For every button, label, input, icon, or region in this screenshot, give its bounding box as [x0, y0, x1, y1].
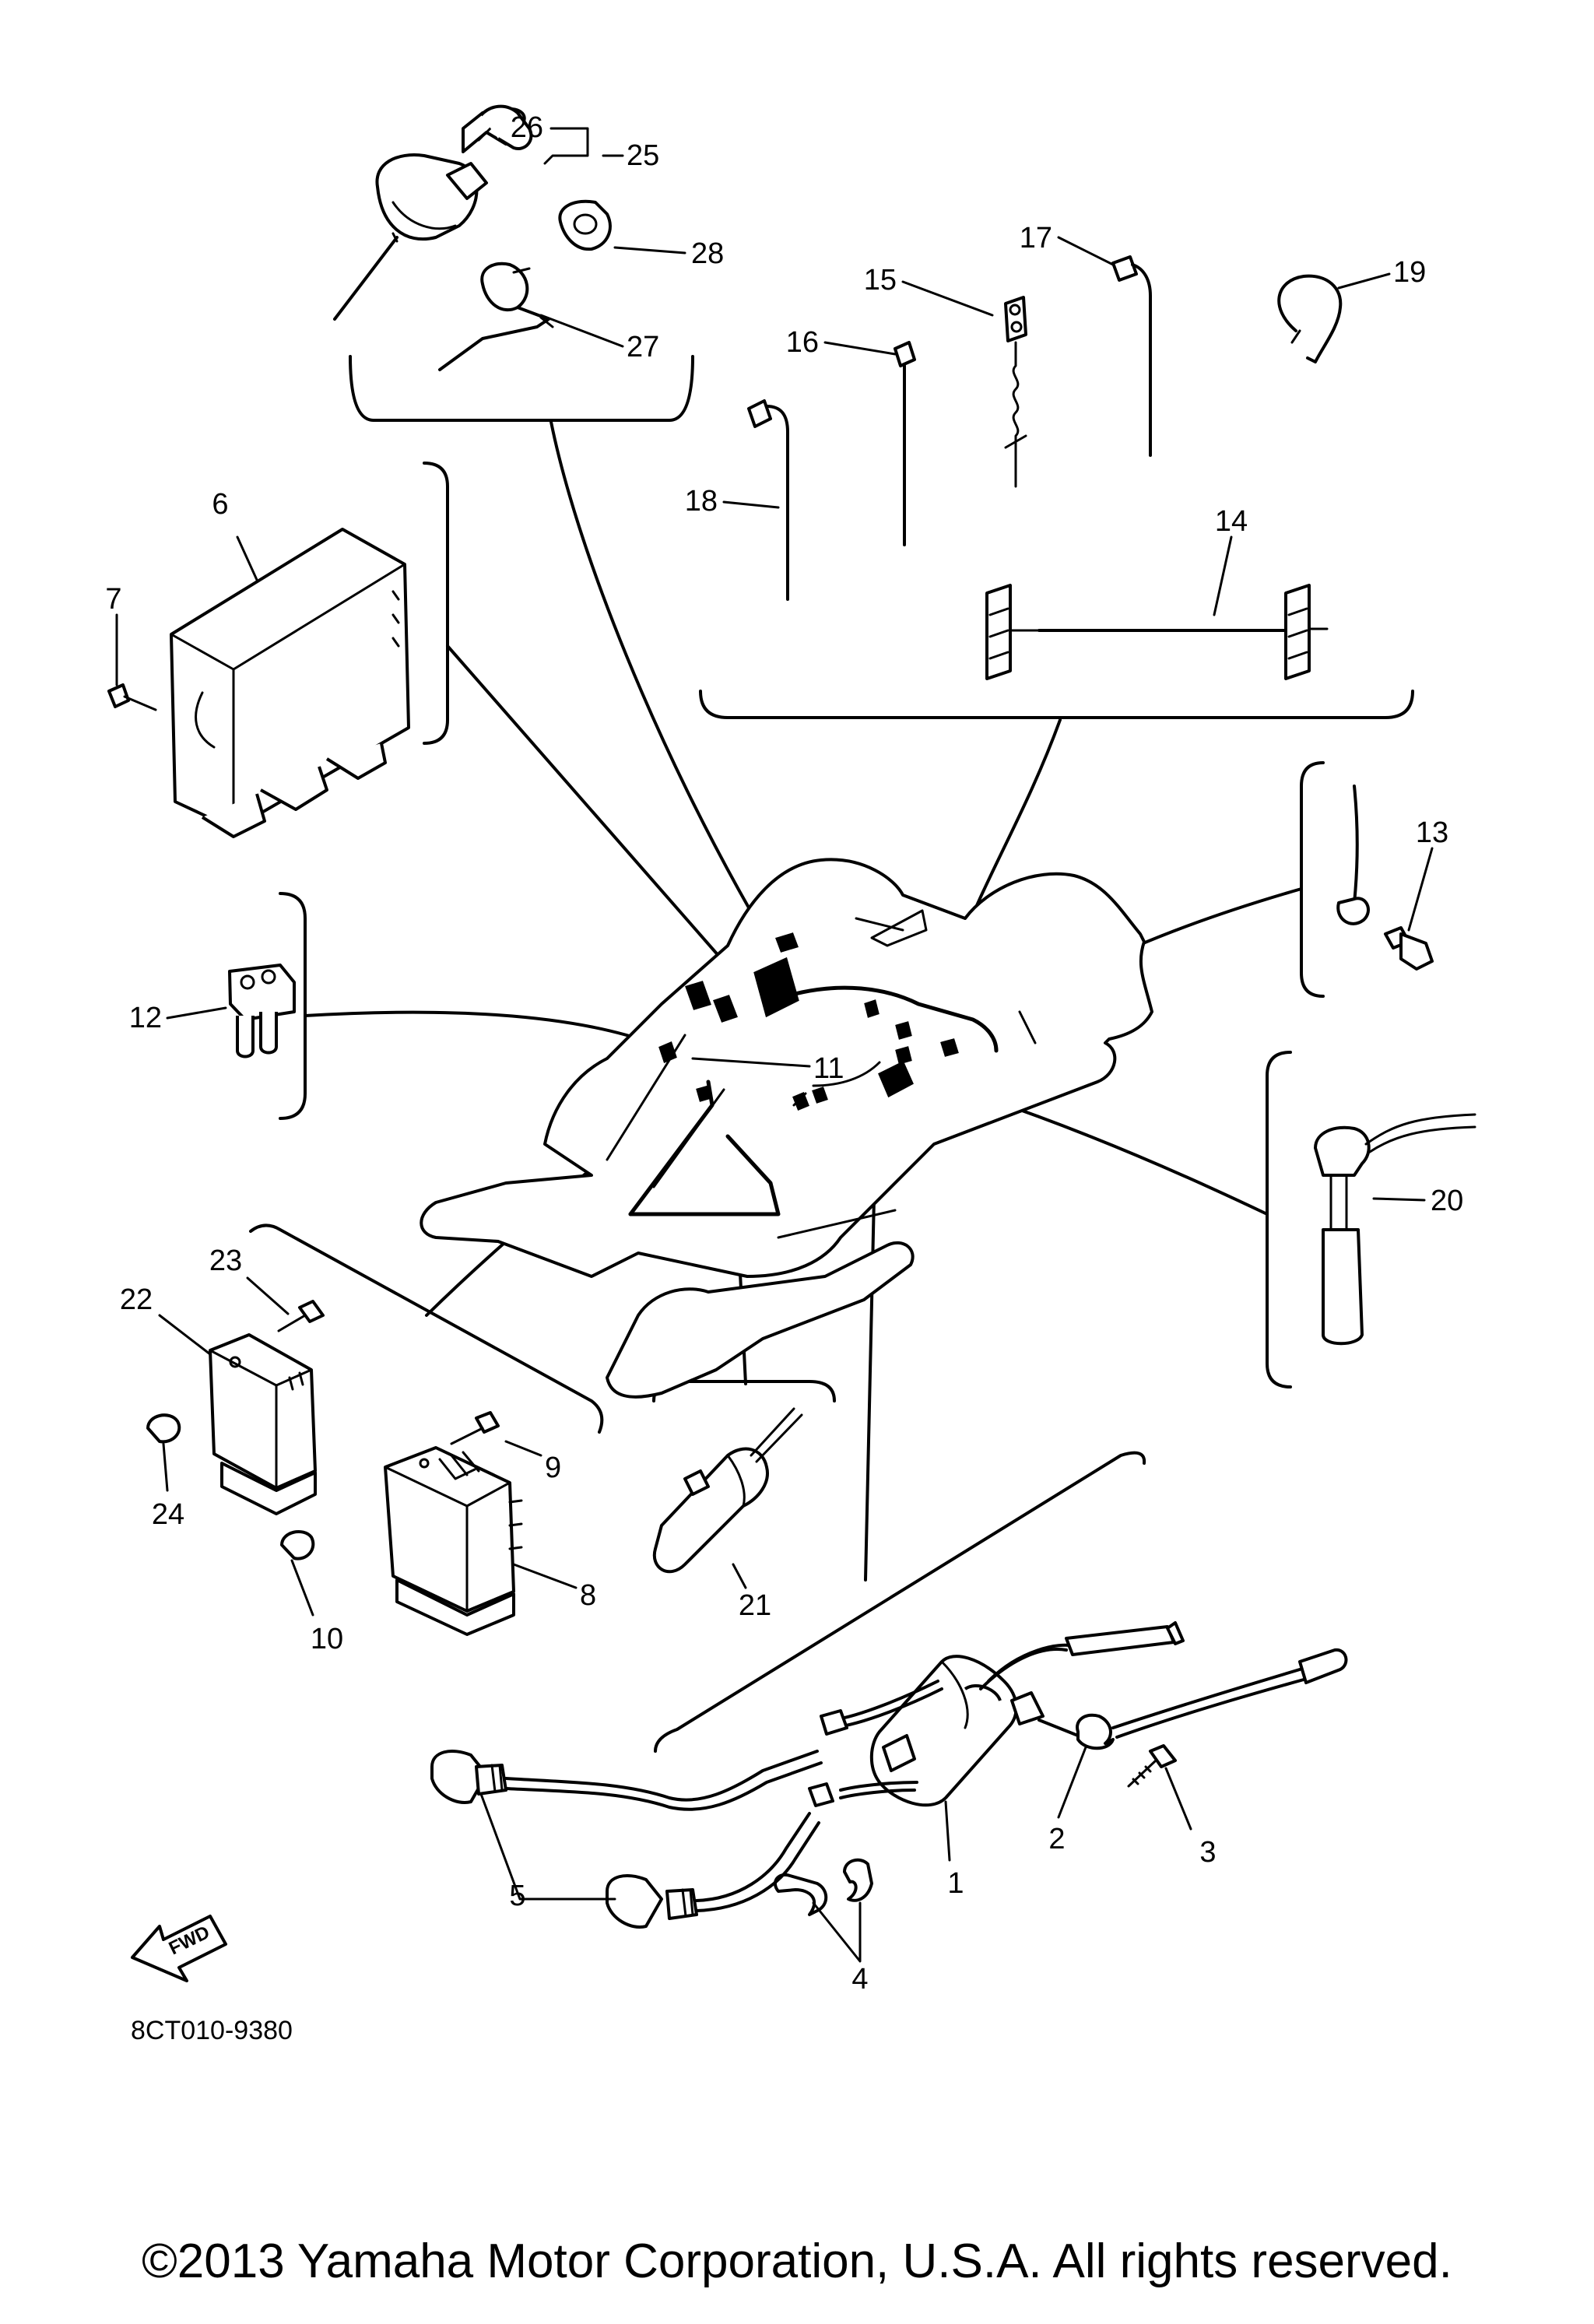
callout-2: 2: [1048, 1823, 1065, 1855]
callout-8: 8: [580, 1579, 596, 1612]
leader-cdi-unit: [446, 644, 722, 959]
callout-11: 11: [813, 1052, 844, 1085]
nut-part-10: [280, 1529, 315, 1560]
callout-23: 23: [209, 1244, 242, 1277]
callout-10: 10: [311, 1623, 343, 1655]
bracket-ignition-group: [349, 355, 694, 422]
bracket-fuse-holder: [279, 892, 307, 1120]
bolt-part-13: [1384, 926, 1434, 971]
callout-16: 16: [786, 326, 819, 359]
nut-part-24: [146, 1413, 181, 1444]
leader-fuse-holder: [304, 1010, 657, 1046]
callout-19: 19: [1393, 256, 1426, 289]
callout-14: 14: [1215, 505, 1248, 538]
fwd-arrow: FWD: [131, 1915, 227, 1982]
callout-28: 28: [691, 237, 724, 270]
bracket-harness-parts: [699, 690, 1414, 719]
condenser-part-21: [652, 1407, 803, 1574]
sensor-part-20: [1314, 1113, 1476, 1346]
fuse-holder: [228, 964, 296, 1058]
key: [479, 104, 533, 150]
callout-25: 25: [627, 139, 659, 172]
callout-6: 6: [212, 488, 228, 521]
clamp-part-4b: [843, 1858, 873, 1902]
ignition-coil: [808, 1621, 1348, 1807]
callout-20: 20: [1431, 1185, 1463, 1217]
callout-27: 27: [627, 331, 659, 363]
cdi-unit: [170, 528, 410, 838]
callout-26: 26: [511, 111, 543, 144]
leader-ignition-group: [549, 420, 772, 947]
ring-terminal-part-2: [1076, 1713, 1115, 1750]
bolt-part-23: [277, 1300, 325, 1332]
callout-4: 4: [851, 1963, 868, 1996]
bracket-sensor: [1266, 1051, 1292, 1388]
module-part-8: [384, 1446, 523, 1636]
clamp-part-4a: [774, 1873, 828, 1916]
callout-22: 22: [120, 1283, 153, 1316]
bracket-left-modules: [249, 1223, 604, 1434]
callout-15: 15: [864, 264, 897, 297]
parts-diagram: 26 25 28 27 17 15 19 16 18 14 6 7 13 12 …: [105, 104, 1476, 2045]
plug-cap-part-5b: [606, 1812, 820, 1929]
diagram-code: 8CT010-9380: [131, 2016, 293, 2045]
bolt-part-7: [107, 683, 157, 711]
ground-lead: [1336, 785, 1370, 925]
callout-24: 24: [152, 1498, 184, 1531]
switch-lead-part-27: [438, 262, 554, 371]
callout-18: 18: [685, 485, 718, 518]
cable-tie-part-17: [1111, 255, 1152, 457]
rectifier-module: [209, 1333, 317, 1515]
callout-9: 9: [545, 1452, 561, 1484]
band-part-18: [747, 399, 789, 601]
bracket-ground-lead: [1300, 761, 1325, 998]
callout-13: 13: [1416, 816, 1448, 849]
callout-1: 1: [947, 1867, 964, 1900]
cord-part-15: [1004, 296, 1027, 488]
bracket-ignition-coil: [654, 1451, 1146, 1753]
bracket-cdi-unit: [423, 462, 449, 745]
callout-21: 21: [739, 1589, 771, 1622]
screw-part-3: [1127, 1744, 1177, 1788]
copyright-notice: ©2013 Yamaha Motor Corporation, U.S.A. A…: [142, 2234, 1452, 2288]
callout-7: 7: [105, 583, 121, 616]
plug-cap-part-5a: [430, 1750, 823, 1811]
cable-tie-part-16: [894, 341, 916, 546]
clamp-part-19: [1277, 274, 1343, 363]
callout-12: 12: [129, 1002, 162, 1034]
bolt-part-9: [450, 1411, 500, 1445]
callout-3: 3: [1199, 1836, 1216, 1869]
callout-5: 5: [509, 1880, 525, 1912]
lead-wire-part-14: [985, 584, 1329, 680]
callout-leaders: [115, 127, 1434, 1963]
nut-collar-part-28: [558, 199, 612, 251]
callout-17: 17: [1020, 222, 1052, 255]
frame-chassis: [420, 858, 1153, 1399]
